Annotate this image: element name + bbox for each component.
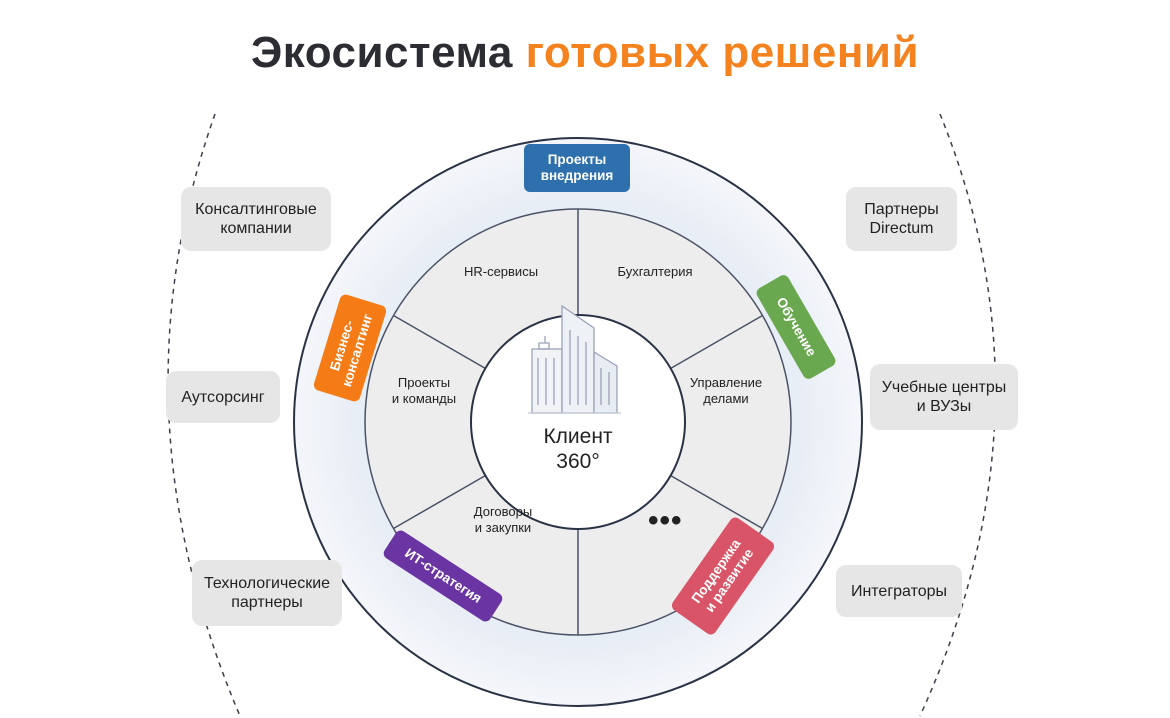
segment-contracts[interactable]: Договоры и закупки: [473, 504, 533, 535]
center-circle: [470, 314, 686, 530]
partner-consulting-companies[interactable]: Консалтинговые компании: [181, 187, 331, 251]
page-title: Экосистема готовых решений: [0, 28, 1170, 78]
partner-tech-partners[interactable]: Технологические партнеры: [192, 560, 342, 626]
badge-implementation-projects[interactable]: Проекты внедрения: [524, 144, 630, 192]
segment-projects-teams[interactable]: Проекты и команды: [391, 375, 457, 406]
segment-accounting[interactable]: Бухгалтерия: [617, 264, 693, 279]
partner-education-centers[interactable]: Учебные центры и ВУЗы: [870, 364, 1018, 430]
partner-integrators[interactable]: Интеграторы: [836, 565, 962, 617]
office-building-icon: [528, 304, 621, 414]
partner-outsourcing[interactable]: Аутсорсинг: [166, 371, 280, 423]
segment-case-management[interactable]: Управление делами: [689, 375, 763, 406]
title-accent: готовых решений: [525, 28, 919, 77]
title-main: Экосистема: [250, 28, 513, 77]
segment-dividers: [393, 209, 763, 635]
segment-more[interactable]: •••: [648, 504, 683, 537]
segment-hr-services[interactable]: HR-сервисы: [463, 264, 539, 279]
client-360-label: Клиент 360°: [543, 425, 613, 473]
partner-directum-partners[interactable]: Партнеры Directum: [846, 187, 957, 251]
